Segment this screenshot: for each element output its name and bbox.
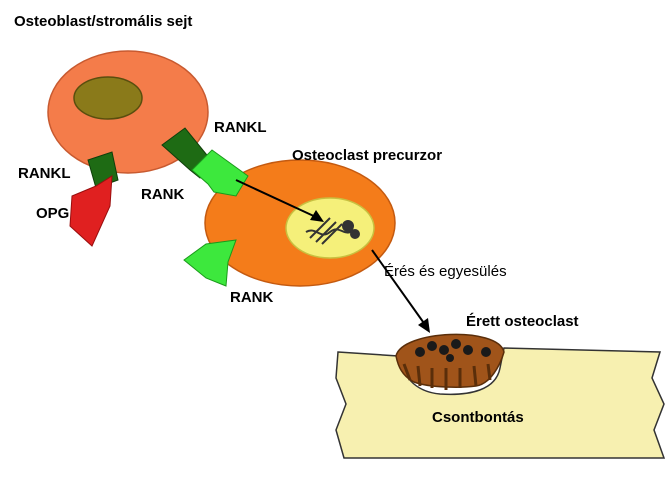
rankl-label-top: RANKL [214, 119, 267, 136]
maturation-label: Érés és egyesülés [384, 263, 507, 280]
osteoblast-label: Osteoblast/stromális sejt [14, 13, 192, 30]
rank-label-lower: RANK [230, 289, 273, 306]
rank-label-upper: RANK [141, 186, 184, 203]
rankl-label-left: RANKL [18, 165, 71, 182]
rank-receptor-lower [184, 240, 236, 286]
opg-label: OPG [36, 205, 69, 222]
mature-osteoclast [396, 334, 504, 390]
osteoclast-precursor-label: Osteoclast precurzor [292, 147, 442, 164]
opg-decoy-receptor [70, 176, 112, 246]
mature-osteoclast-label: Érett osteoclast [466, 313, 579, 330]
osteoblast-nucleus [74, 77, 142, 119]
bone-resorption-label: Csontbontás [432, 409, 524, 426]
